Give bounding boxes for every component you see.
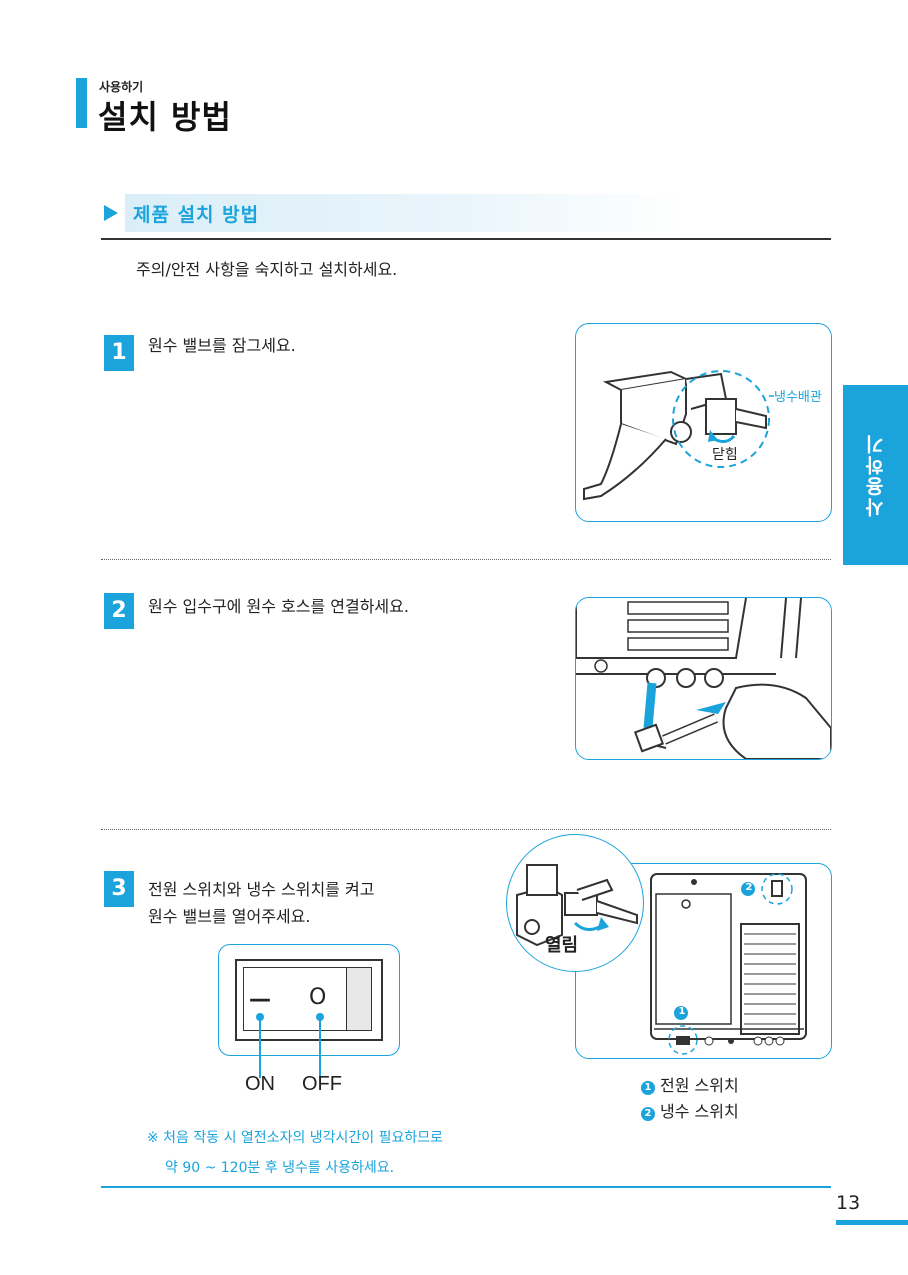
rocker-switch-edge [347, 967, 372, 1031]
step-2-number: 2 [104, 593, 134, 629]
section-header-background [125, 194, 685, 232]
on-label: ON [245, 1073, 275, 1095]
legend-text-2: 냉수 스위치 [660, 1102, 739, 1121]
hose-illustration [576, 598, 831, 759]
on-symbol: — [249, 987, 271, 1012]
product-back-illustration [650, 873, 807, 1055]
legend-marker-2: 2 [641, 1107, 655, 1121]
footer-divider [101, 1186, 831, 1188]
valve-illustration [583, 370, 774, 501]
section-divider [101, 238, 831, 240]
label-cold-pipe: 냉수배관 [774, 390, 822, 405]
section-title: 제품 설치 방법 [133, 204, 260, 226]
figure-valve-close: 냉수배관 닫힘 [575, 323, 832, 522]
step-3-text-line1: 전원 스위치와 냉수 스위치를 켜고 [148, 880, 375, 899]
title-accent-bar [76, 78, 87, 128]
step-2-text: 원수 입수구에 원수 호스를 연결하세요. [148, 597, 409, 616]
label-close: 닫힘 [712, 447, 738, 463]
marker-2: 2 [745, 882, 753, 893]
step-1-text: 원수 밸브를 잠그세요. [148, 336, 296, 355]
step-divider-1 [101, 559, 831, 560]
off-symbol: O [309, 985, 327, 1010]
page-number-underline [836, 1220, 908, 1225]
note-line-1: ※ 처음 작동 시 열전소자의 냉각시간이 필요하므로 [147, 1130, 444, 1146]
side-tab-label: 사용하기 [865, 433, 887, 517]
page-title: 설치 방법 [98, 98, 232, 136]
valve-open-illustration [516, 864, 638, 947]
triangle-bullet-icon [104, 205, 118, 221]
step-divider-2 [101, 829, 831, 830]
page-subtitle: 사용하기 [99, 80, 144, 94]
figure-hose-connect [575, 597, 832, 760]
step-1-number: 1 [104, 335, 134, 371]
marker-1: 1 [678, 1006, 686, 1017]
page-number: 13 [836, 1192, 861, 1214]
note-line-2: 약 90 ~ 120분 후 냉수를 사용하세요. [165, 1160, 395, 1176]
step-3-number: 3 [104, 871, 134, 907]
side-tab [843, 385, 908, 565]
legend-item-1: 1 전원 스위치 [641, 1073, 739, 1099]
valve-open-inset: 열림 [506, 834, 644, 972]
step-3-text-line2: 원수 밸브를 열어주세요. [148, 907, 311, 926]
off-label: OFF [302, 1073, 342, 1095]
legend-item-2: 2 냉수 스위치 [641, 1099, 739, 1125]
switch-pointer-lines [256, 1013, 324, 1078]
legend-text-1: 전원 스위치 [660, 1076, 739, 1095]
label-open: 열림 [545, 935, 579, 956]
section-intro: 주의/안전 사항을 숙지하고 설치하세요. [136, 260, 398, 279]
legend-marker-1: 1 [641, 1081, 655, 1095]
